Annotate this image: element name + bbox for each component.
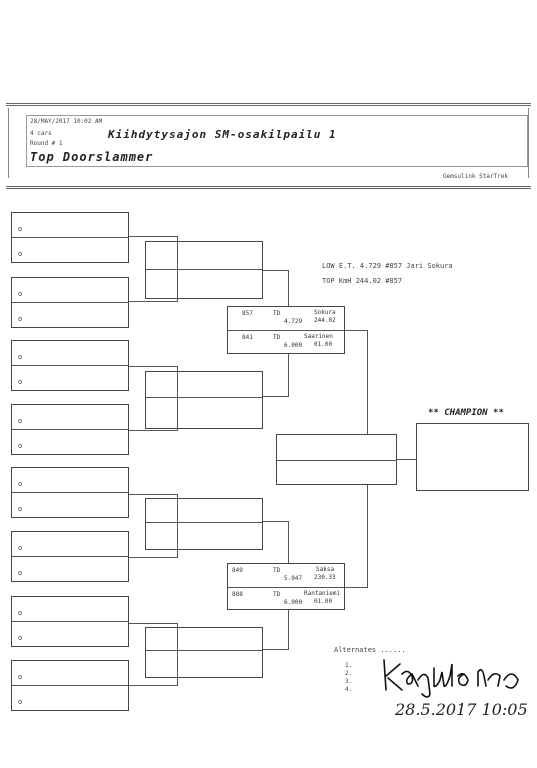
header-right-rule [528,108,529,178]
semi-top-b-speed: 01.00 [314,341,333,348]
semi-top-b-lane: TD [273,334,281,341]
round1-marker: o [18,569,23,577]
semi-bottom-a-et: 5.047 [284,575,303,582]
header-left-rule [8,108,9,178]
round1-marker: o [18,417,23,425]
round1-marker: o [18,609,23,617]
semi-top-b-et: 6.000 [284,342,303,349]
signature-date: 28.5.2017 10:05 [395,700,528,719]
round1-marker: o [18,544,23,552]
round2-slot [145,627,263,678]
round1-marker: o [18,505,23,513]
semi-top-b-number: 841 [242,334,253,341]
alternate-slot-4: 4. [345,686,353,693]
round-number: Round # 1 [30,140,63,147]
header-inner-box [26,115,528,167]
round1-marker: o [18,225,23,233]
round1-marker: o [18,250,23,258]
round2-slot [145,241,263,299]
round1-marker: o [18,634,23,642]
header-frame [6,103,531,189]
semi-top-a-lane: TD [273,310,281,317]
semi-top-a-name: Sokura [314,309,336,316]
semi-top-a-et: 4.729 [284,318,303,325]
round1-marker: o [18,698,23,706]
semi-top-a-speed: 244.02 [314,317,336,324]
round1-marker: o [18,290,23,298]
top-kmh-record: TOP KmH 244.02 #857 [322,277,403,285]
semi-bottom-b-name: Rantaniemi [304,590,341,597]
semi-bottom-a-speed: 230.33 [314,574,336,581]
semi-bottom-b-et: 6.000 [284,599,303,606]
round2-slot [145,371,263,429]
semi-bottom-b-number: 888 [232,591,243,598]
event-title: Kiihdytysajon SM-osakilpailu 1 [108,128,337,141]
car-count: 4 cars [30,130,52,137]
semi-bottom-a-name: Saksa [316,566,335,573]
signature-image [383,659,519,698]
round1-marker: o [18,378,23,386]
round2-slot [145,498,263,550]
alternate-slot-1: 1. [345,662,353,669]
low-et-record: LOW E.T. 4.729 #857 Jari Sokura [322,262,453,270]
round1-marker: o [18,673,23,681]
software-name: Gemsulink StarTrek [443,173,509,180]
champion-box [416,423,529,491]
semi-bottom-b-lane: TD [273,591,281,598]
print-date: 28/MAY/2017 10:02 AM [30,118,103,125]
round1-marker: o [18,480,23,488]
semifinal-bottom: 849 TD Saksa 5.047 230.33 888 TD Rantani… [227,563,345,610]
round1-marker: o [18,442,23,450]
semifinal-top: 857 TD Sokura 4.729 244.02 841 TD Saarin… [227,306,345,354]
semi-top-a-number: 857 [242,310,253,317]
final-slot [276,434,397,485]
round1-marker: o [18,315,23,323]
semi-bottom-a-number: 849 [232,567,243,574]
semi-top-b-name: Saarinen [304,333,333,340]
alternate-slot-3: 3. [345,678,353,685]
alternates-label: Alternates ...... [334,646,406,654]
semi-bottom-b-speed: 01.00 [314,598,333,605]
round1-marker: o [18,353,23,361]
class-title: Top Doorslammer [30,150,154,164]
champion-label: ** CHAMPION ** [428,408,504,418]
alternate-slot-2: 2. [345,670,353,677]
semi-bottom-a-lane: TD [273,567,281,574]
